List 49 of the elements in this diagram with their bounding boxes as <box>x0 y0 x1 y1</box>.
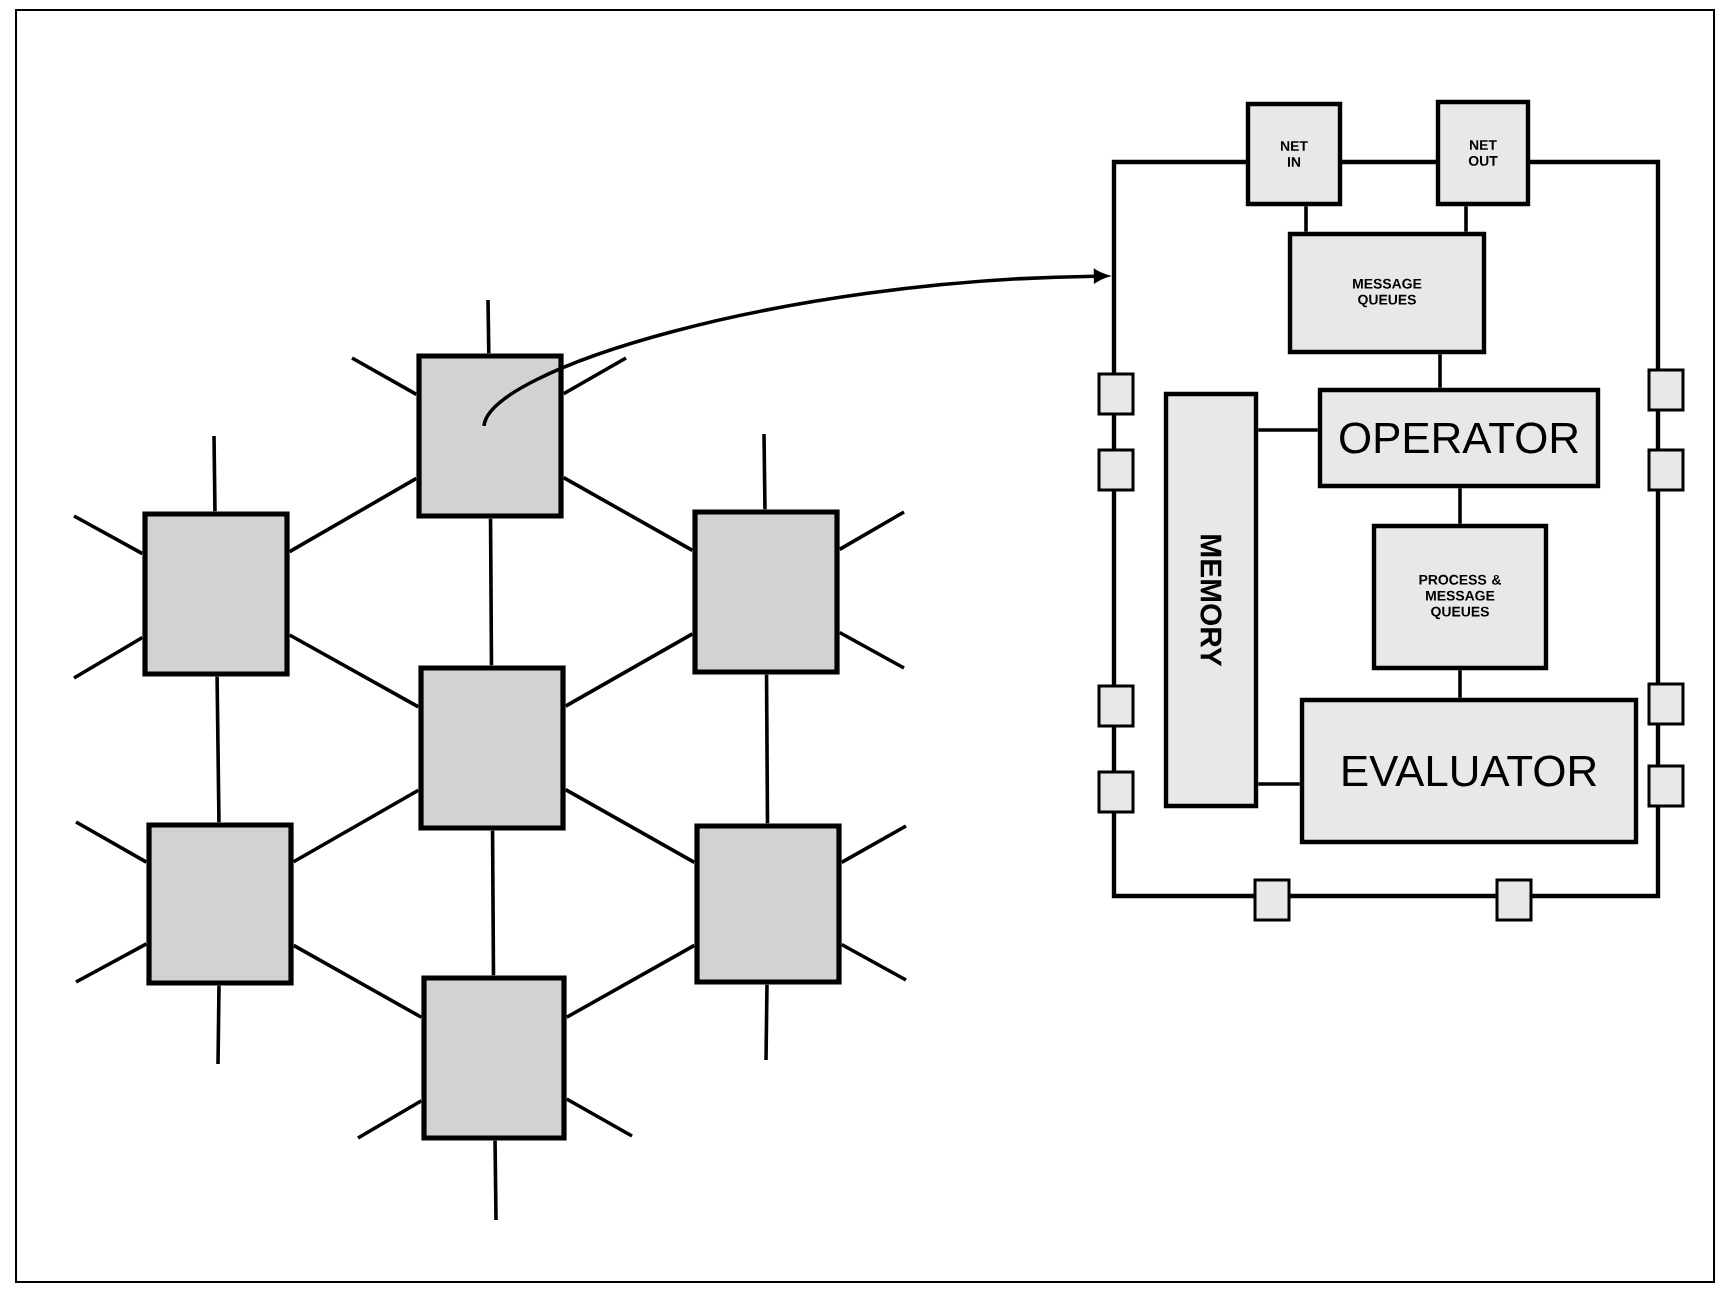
processor-box <box>416 353 564 519</box>
link-line <box>1458 488 1462 524</box>
link-line <box>564 632 694 708</box>
link-line <box>764 674 770 824</box>
link-line <box>488 518 494 666</box>
link-line <box>1304 206 1308 232</box>
processor-box <box>694 823 842 985</box>
link-line <box>565 1097 633 1138</box>
link-line <box>75 820 148 864</box>
link-line <box>351 356 418 396</box>
link-line <box>562 476 694 552</box>
processor-box <box>692 509 840 675</box>
link-line <box>764 984 769 1060</box>
unit-box: OPERATOR <box>1317 387 1601 489</box>
processor-box <box>142 511 290 677</box>
node-frame <box>1111 159 1661 899</box>
link-line <box>212 435 217 512</box>
link-line <box>762 433 767 510</box>
link-line <box>1258 428 1318 432</box>
link-line <box>292 943 423 1019</box>
link-line <box>838 630 905 670</box>
link-line <box>1458 670 1462 698</box>
memory-box: MEMORY <box>1163 391 1259 809</box>
link-line <box>490 830 496 976</box>
processor-box <box>418 665 566 831</box>
link-line <box>840 942 907 982</box>
processor-box <box>421 975 567 1141</box>
link-line <box>486 299 491 354</box>
link-line <box>73 635 144 680</box>
link-line <box>288 476 418 554</box>
link-line <box>288 633 420 709</box>
link-line <box>838 510 905 551</box>
unit-box: EVALUATOR <box>1299 697 1639 845</box>
link-line <box>840 824 907 864</box>
link-line <box>562 356 627 396</box>
link-line <box>565 943 696 1019</box>
link-line <box>1464 206 1468 232</box>
processor-box <box>146 822 294 986</box>
link-line <box>75 942 148 984</box>
link-line <box>1258 782 1300 786</box>
link-line <box>292 788 420 864</box>
link-line <box>216 985 221 1064</box>
arrow <box>482 269 1108 427</box>
link-line <box>73 514 144 556</box>
link-line <box>564 788 696 864</box>
link-line <box>215 676 221 823</box>
link-line <box>357 1099 423 1140</box>
link-line <box>493 1140 498 1220</box>
link-line <box>1438 354 1442 388</box>
